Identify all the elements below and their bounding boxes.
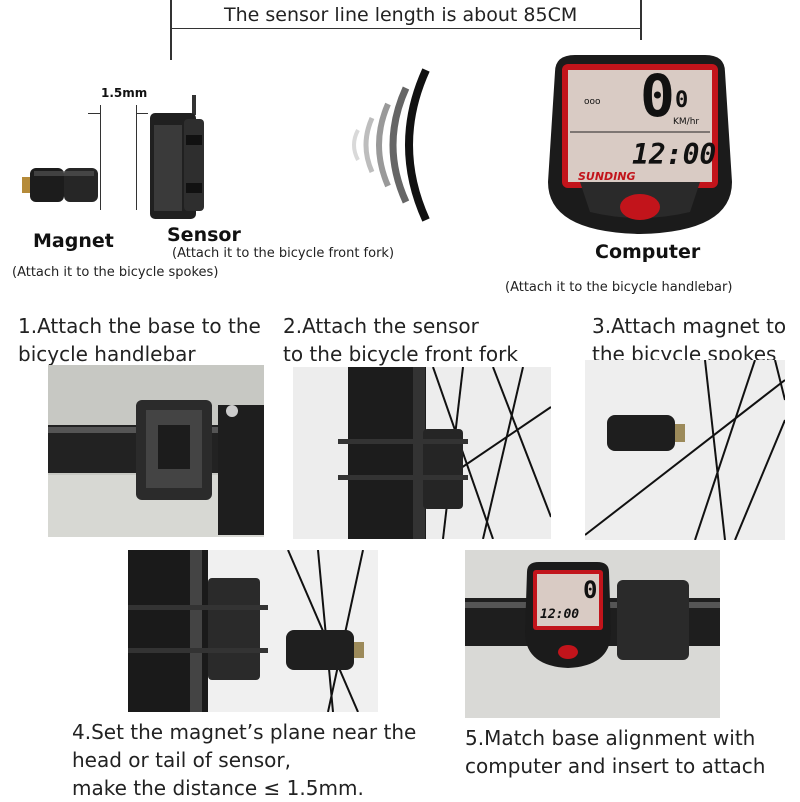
gap-label: 1.5mm (101, 86, 148, 100)
gap-marker (88, 95, 148, 210)
display-speed-decimal: 0 (675, 88, 689, 113)
computer-device (540, 52, 740, 237)
step-4-line2: head or tail of sensor, (72, 748, 291, 772)
step-3-line1: 3.Attach magnet to (592, 314, 787, 338)
display-time: 12:00 (632, 138, 717, 171)
step-5-line2: computer and insert to attach (465, 754, 766, 778)
brand-logo: SUNDING (578, 170, 636, 183)
photo-step-3 (585, 360, 785, 540)
sensor-title: Sensor (167, 224, 241, 246)
photo5-display-time: 12:00 (540, 607, 580, 622)
photo-step-2 (293, 367, 551, 539)
magnet-note: (Attach it to the bicycle spokes) (12, 265, 219, 280)
photo-step-5 (465, 550, 720, 718)
sensor-line-label: The sensor line length is about 85CM (220, 4, 582, 26)
photo5-display-speed: 0 (583, 576, 598, 604)
step-4-line3: make the distance ≤ 1.5mm. (72, 776, 364, 800)
magnet-title: Magnet (33, 230, 114, 252)
sensor-note: (Attach it to the bicycle front fork) (172, 246, 395, 261)
step-1-line2: bicycle handlebar (18, 342, 196, 366)
step-2-caption: 2.Attach the sensor to the bicycle front… (283, 312, 518, 368)
wireless-signal-icon (340, 60, 470, 230)
step-5-line1: 5.Match base alignment with (465, 726, 756, 750)
step-2-line1: 2.Attach the sensor (283, 314, 479, 338)
display-unit: KM/hr (673, 117, 700, 127)
sensor-image (140, 95, 212, 223)
step-1-line1: 1.Attach the base to the (18, 314, 261, 338)
step-5-caption: 5.Match base alignment with computer and… (465, 724, 765, 780)
display-mode-dots: ooo (584, 97, 601, 107)
step-1-caption: 1.Attach the base to the bicycle handleb… (18, 312, 261, 368)
magnet-image (22, 165, 100, 205)
computer-note: (Attach it to the bicycle handlebar) (505, 280, 733, 295)
photo-step-4 (128, 550, 378, 712)
step-4-line1: 4.Set the magnet’s plane near the (72, 720, 417, 744)
photo-step-1 (48, 365, 264, 537)
step-4-caption: 4.Set the magnet’s plane near the head o… (72, 718, 416, 802)
display-speed: 0 (640, 62, 675, 130)
step-2-line2: to the bicycle front fork (283, 342, 518, 366)
computer-title: Computer (595, 241, 701, 263)
sensor-line-indicator (170, 0, 642, 60)
